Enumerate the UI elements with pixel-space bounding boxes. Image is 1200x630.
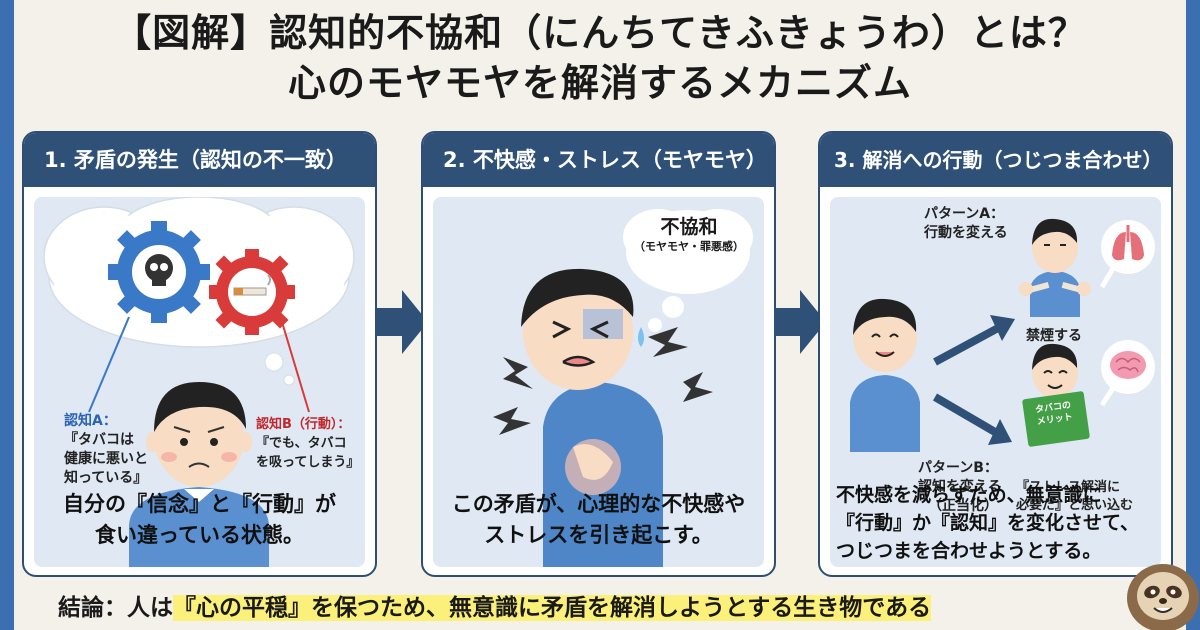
conclusion-banner: 結論：人は『心の平穏』を保つため、無意識に矛盾を解消しようとする生き物である [58, 590, 932, 626]
person-quitting [1019, 218, 1091, 317]
flow-arrow-2 [774, 290, 826, 354]
smoker-illustration [43, 197, 355, 567]
smiling-person [850, 298, 920, 452]
person-reading [1022, 343, 1090, 447]
title-line-1: 【図解】認知的不協和（にんちてきふきょうわ）とは？ [113, 11, 1087, 55]
panel-3-description: 不快感を減らすため、無意識に 『行動』か『認知』を変化させて、 つじつまを合わせ… [836, 484, 1140, 562]
stressed-person [521, 268, 663, 567]
sloth-mascot-icon [1127, 564, 1199, 630]
panel-3-illustration: パターンA： 行動を変える 禁煙する パターンB： 認知を変える （正当化） タ… [830, 197, 1161, 567]
gear-blue-skull-icon [108, 221, 210, 323]
stressed-person-illustration [493, 209, 753, 567]
cognition-a-label: 認知A： 『タバコは 健康に悪いと 知っている』 [64, 413, 148, 486]
panel-discomfort: 2. 不快感・ストレス（モヤモヤ） [421, 131, 776, 577]
panel-resolution: 3. 解消への行動（つじつま合わせ） [818, 131, 1173, 577]
panel-1-illustration: 認知A： 『タバコは 健康に悪いと 知っている』 認知B（行動）： 『でも、タバ… [34, 197, 365, 567]
cognition-b-label: 認知B（行動）： 『でも、タバコ を吸ってしまう』 [256, 417, 360, 470]
panel-2-illustration: 不協和 （モヤモヤ・罪悪感） [433, 197, 764, 567]
brain-icon [1099, 340, 1155, 407]
conclusion-prefix: 結論：人は [58, 595, 173, 621]
book-title: タバコの メリット [1034, 400, 1074, 428]
panel-2-description: この矛盾が、心理的な不快感や ストレスを引き起こす。 [451, 492, 746, 547]
pattern-b-label: パターンB： 認知を変える （正当化） [918, 460, 1002, 514]
title-line-2: 心のモヤモヤを解消するメカニズム [287, 61, 912, 105]
pattern-a-label: パターンA： 行動を変える [924, 206, 1008, 241]
panel-1-description: 自分の『信念』と『行動』が 食い違っている状態。 [63, 492, 336, 547]
panel-2-heading: 2. 不快感・ストレス（モヤモヤ） [423, 133, 774, 187]
pattern-b-result: 『ストレス解消に 必要だ』と思い込む [1016, 480, 1134, 513]
dissonance-bubble: 不協和 （モヤモヤ・罪悪感） [634, 216, 744, 253]
panel-3-heading: 3. 解消への行動（つじつま合わせ） [820, 133, 1171, 187]
panel-1-heading: 1. 矛盾の発生（認知の不一致） [24, 133, 375, 187]
gear-red-cigarette-icon [209, 249, 295, 335]
page-title: 【図解】認知的不協和（にんちてきふきょうわ）とは？ 心のモヤモヤを解消するメカニ… [0, 8, 1200, 108]
pattern-a-result: 禁煙する [1026, 328, 1082, 344]
worried-person [129, 382, 269, 567]
conclusion-suffix: を保つため、無意識に矛盾を解消しようとする生き物である [311, 595, 932, 621]
flow-arrow-1 [376, 290, 428, 354]
resolution-illustration [850, 218, 1155, 452]
conclusion-highlight: 『心の平穏』 [173, 595, 311, 621]
panel-contradiction: 1. 矛盾の発生（認知の不一致） [22, 131, 377, 577]
lungs-icon [1099, 220, 1155, 289]
